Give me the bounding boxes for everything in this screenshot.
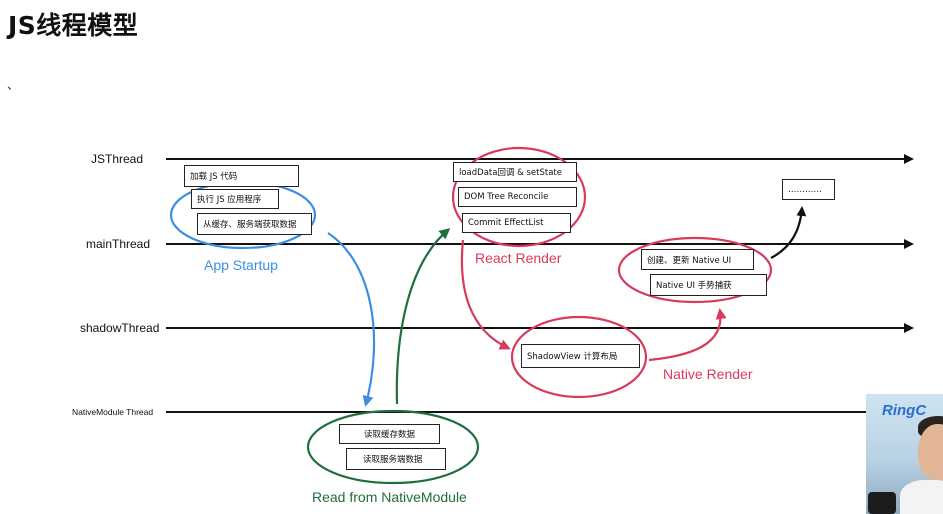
stray-mark: 、 [7, 78, 20, 92]
react-render-ellipse [451, 146, 587, 248]
red-arrow-to-native [648, 308, 727, 362]
dom-reconcile-box: DOM Tree Reconcile [458, 187, 577, 207]
commit-effect-box: Commit EffectList [462, 213, 571, 233]
native-ui-ellipse [617, 236, 773, 304]
black-arrow-to-ellipsis [770, 206, 807, 259]
shadow-layout-ellipse [510, 315, 648, 399]
nativemodule-thread-label: NativeModule Thread [72, 407, 154, 417]
shadow-layout-box: ShadowView 计算布局 [521, 344, 640, 368]
webcam-logo: RingC [882, 402, 927, 419]
create-native-ui-box: 创建、更新 Native UI [641, 249, 754, 270]
read-native-ellipse [306, 409, 480, 485]
presenter-face [918, 424, 943, 480]
load-data-box: loadData回调 & setState [453, 162, 577, 182]
gesture-box: Native UI 手势捕获 [650, 274, 767, 296]
app-startup-caption: App Startup [204, 257, 278, 273]
page-title: JS线程模型 [8, 11, 139, 40]
load-js-box: 加载 JS 代码 [184, 165, 299, 187]
native-render-caption: Native Render [663, 366, 753, 382]
read-server-box: 读取服务端数据 [346, 448, 446, 470]
webcam-overlay: RingC [866, 394, 943, 514]
read-cache-box: 读取缓存数据 [339, 424, 440, 444]
red-arrow-to-shadow [460, 239, 511, 350]
shadowthread-label: shadowThread [80, 321, 160, 335]
exec-js-box: 执行 JS 应用程序 [191, 189, 279, 209]
microphone-icon [868, 492, 896, 514]
jsthread-label: JSThread [91, 152, 144, 166]
blue-arrow [327, 232, 376, 407]
react-render-caption: React Render [475, 250, 562, 266]
fetch-cache-box: 从缓存、服务端获取数据 [197, 213, 312, 235]
presenter-shirt [900, 480, 943, 514]
read-native-caption: Read from NativeModule [312, 489, 467, 505]
ellipsis-box: ………… [782, 179, 835, 200]
green-arrow [395, 228, 451, 405]
mainthread-label: mainThread [86, 237, 151, 251]
